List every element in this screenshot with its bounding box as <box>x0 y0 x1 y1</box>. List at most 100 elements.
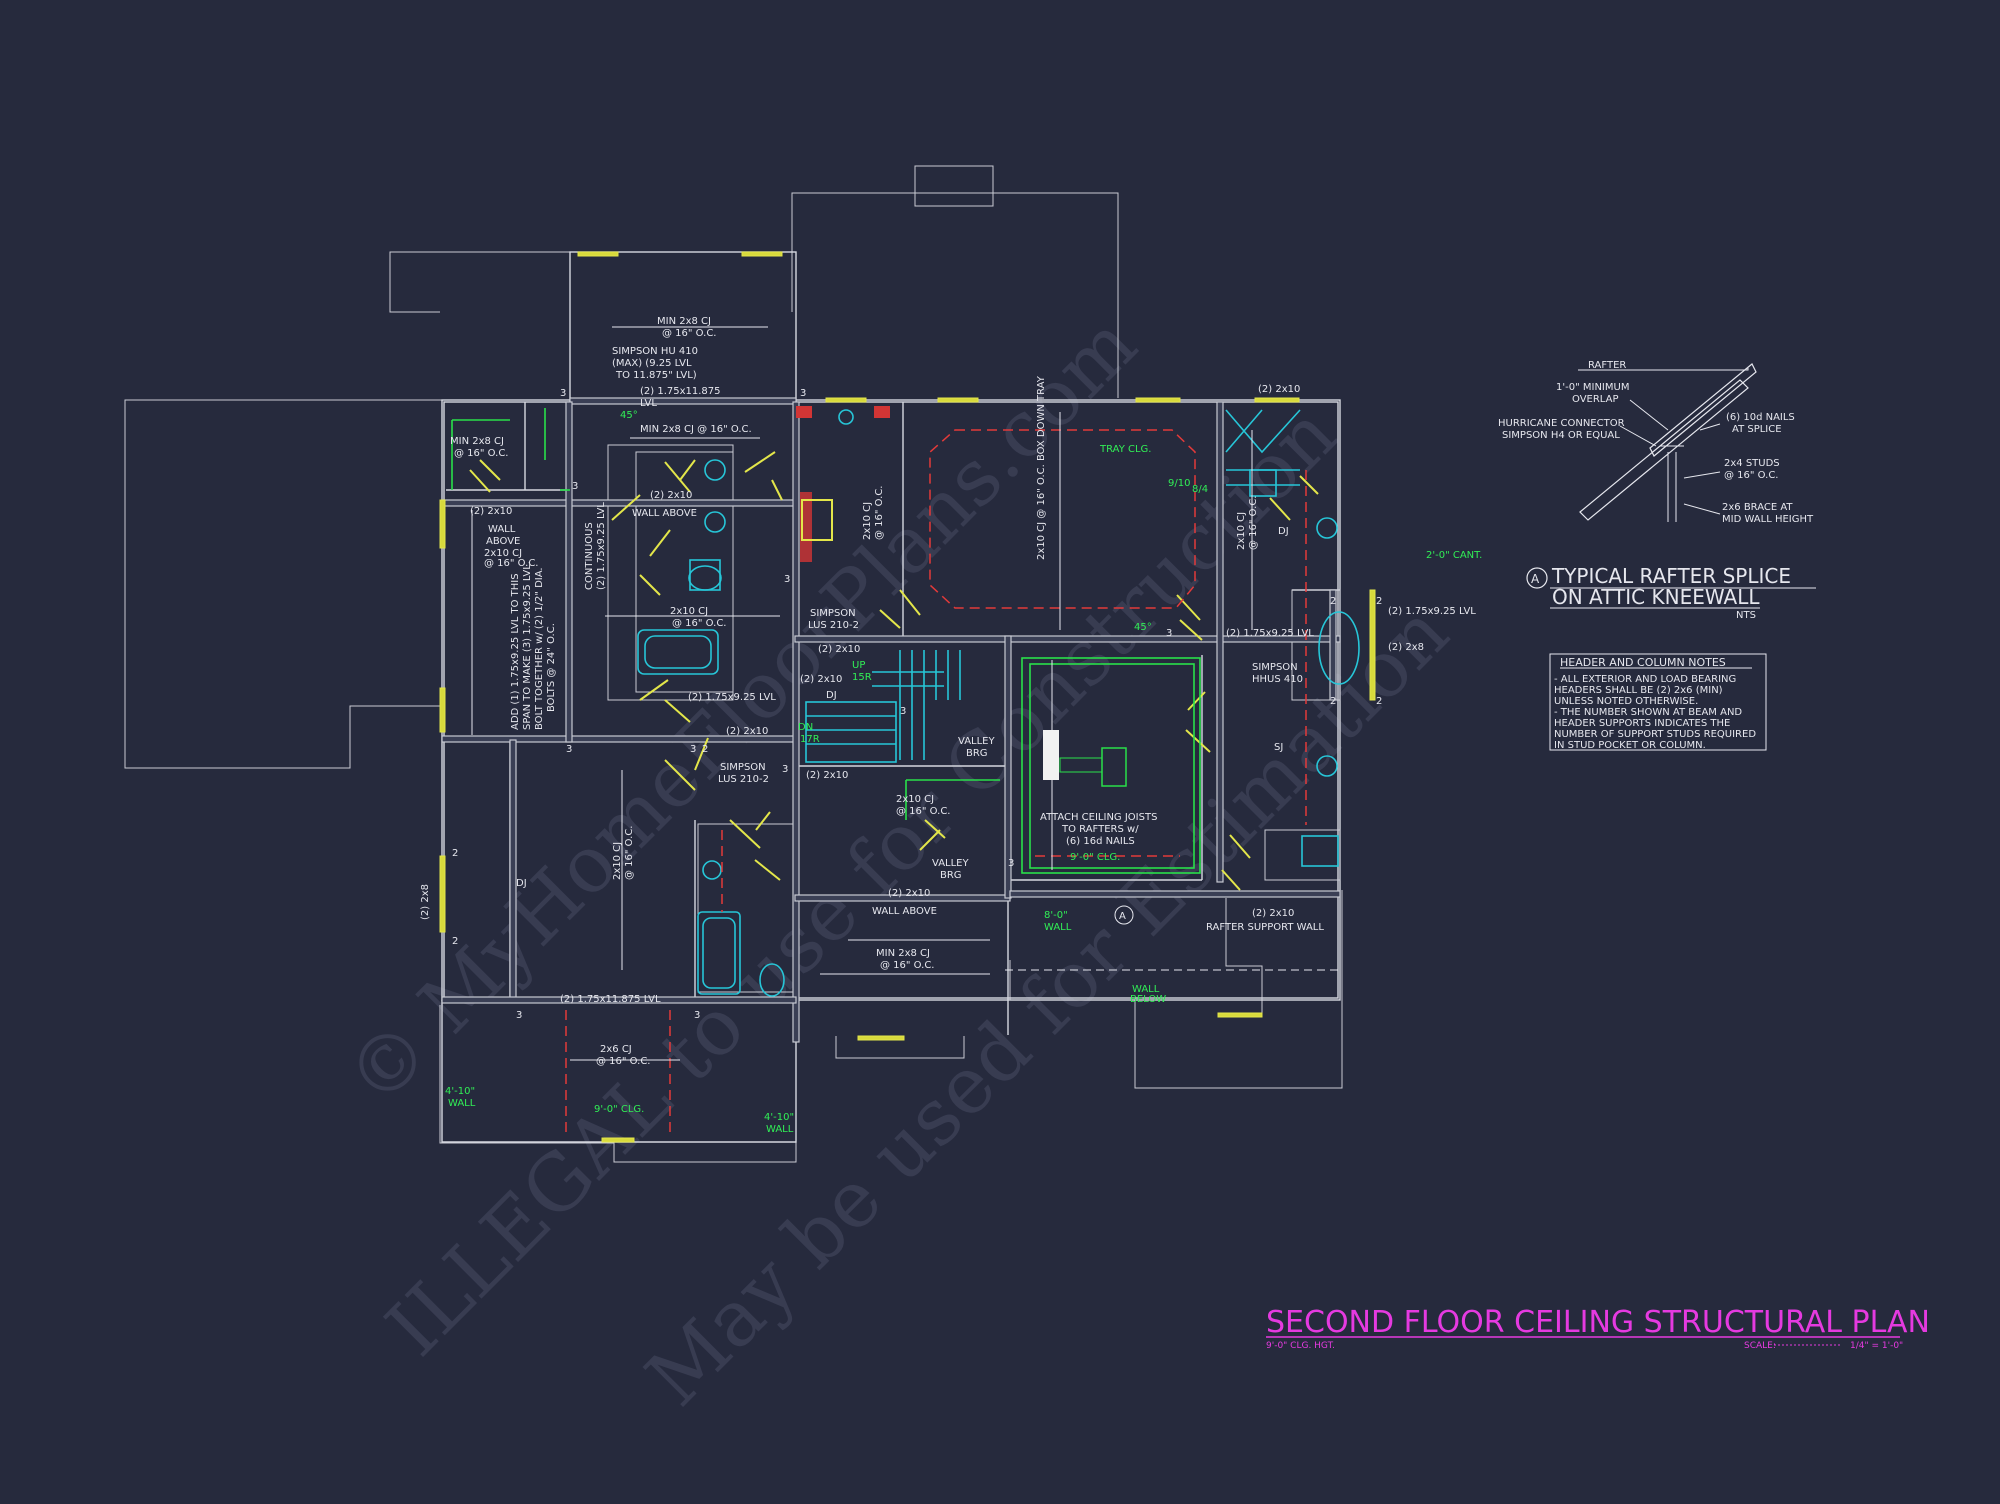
rafter-splice-detail: RAFTER 1'-0" MINIMUM OVERLAP HURRICANE C… <box>1498 360 1816 621</box>
svg-text:9/10: 9/10 <box>1168 478 1190 489</box>
svg-text:(2) 2x10: (2) 2x10 <box>726 726 768 737</box>
svg-text:(2) 1.75x11.875 LVL: (2) 1.75x11.875 LVL <box>560 994 661 1005</box>
svg-text:2: 2 <box>452 848 458 859</box>
svg-text:IN STUD POCKET OR COLUMN.: IN STUD POCKET OR COLUMN. <box>1554 740 1706 751</box>
svg-text:2: 2 <box>702 744 708 755</box>
svg-text:DN: DN <box>798 722 813 733</box>
svg-text:@ 16" O.C.: @ 16" O.C. <box>874 486 885 541</box>
svg-text:CONTINUOUS: CONTINUOUS <box>584 522 595 590</box>
svg-text:(6) 16d NAILS: (6) 16d NAILS <box>1066 836 1135 847</box>
title-block: SECOND FLOOR CEILING STRUCTURAL PLAN 9'-… <box>1266 1305 1930 1351</box>
header-column-notes: HEADER AND COLUMN NOTES - ALL EXTERIOR A… <box>1549 653 1767 751</box>
watermark: © MyHomeFloorPlans.com ILLEGAL to use fo… <box>330 299 1466 1423</box>
bathtub-2 <box>697 911 741 995</box>
svg-text:(6) 10d NAILS: (6) 10d NAILS <box>1726 412 1795 423</box>
label-attach-joists: ATTACH CEILING JOISTS <box>1040 812 1157 823</box>
svg-text:@ 16" O.C.: @ 16" O.C. <box>624 826 635 881</box>
svg-text:(2) 2x10: (2) 2x10 <box>818 644 860 655</box>
svg-text:BRG: BRG <box>940 870 962 881</box>
svg-text:8/4: 8/4 <box>1192 484 1208 495</box>
svg-text:@ 16" O.C.: @ 16" O.C. <box>484 558 539 569</box>
svg-text:(2) 2x10: (2) 2x10 <box>888 888 930 899</box>
red-marks <box>796 406 890 562</box>
joist-arrows <box>471 326 1340 1061</box>
svg-text:WALL: WALL <box>488 524 516 535</box>
beam-center <box>794 635 1341 643</box>
svg-text:LUS 210-2: LUS 210-2 <box>808 620 859 631</box>
svg-text:BRG: BRG <box>966 748 988 759</box>
svg-text:(2) 2x10: (2) 2x10 <box>470 506 512 517</box>
svg-text:(2) 2x10: (2) 2x10 <box>806 770 848 781</box>
detail-marker: A <box>1531 572 1540 586</box>
detail-title: TYPICAL RAFTER SPLICE <box>1551 564 1791 588</box>
svg-text:2x10 CJ: 2x10 CJ <box>1236 512 1247 550</box>
svg-text:2: 2 <box>452 936 458 947</box>
svg-text:8'-0": 8'-0" <box>1044 910 1068 921</box>
svg-text:15R: 15R <box>852 672 872 683</box>
svg-text:UP: UP <box>852 660 865 671</box>
sheet-title: SECOND FLOOR CEILING STRUCTURAL PLAN <box>1266 1305 1930 1340</box>
svg-text:(2) 2x8: (2) 2x8 <box>420 884 431 920</box>
svg-text:WALL: WALL <box>1132 984 1160 995</box>
svg-text:2: 2 <box>1330 596 1336 607</box>
svg-text:WALL: WALL <box>1044 922 1072 933</box>
svg-text:2x10 CJ: 2x10 CJ <box>612 842 623 880</box>
svg-text:SIMPSON: SIMPSON <box>810 608 856 619</box>
svg-text:@ 16" O.C.: @ 16" O.C. <box>896 806 951 817</box>
svg-text:BOLT TOGETHER w/ (2) 1/2" DIA.: BOLT TOGETHER w/ (2) 1/2" DIA. <box>534 567 545 730</box>
detail-marker-plan: A <box>1114 905 1134 925</box>
svg-text:3: 3 <box>1008 858 1014 869</box>
label-min2x8-top: MIN 2x8 CJ <box>657 316 711 327</box>
scale-value: 1/4" = 1'-0" <box>1850 1341 1903 1351</box>
svg-text:45°: 45° <box>1134 622 1152 633</box>
svg-text:LVL: LVL <box>640 398 657 409</box>
svg-text:3: 3 <box>566 744 572 755</box>
svg-text:3: 3 <box>800 388 806 399</box>
svg-text:SPAN TO MAKE (3) 1.75x9.25 LVL: SPAN TO MAKE (3) 1.75x9.25 LVL. <box>522 561 533 730</box>
svg-text:(2) 1.75x9.25 LVL: (2) 1.75x9.25 LVL <box>1388 606 1476 617</box>
svg-text:(2) 2x8: (2) 2x8 <box>1388 642 1424 653</box>
svg-text:UNLESS NOTED OTHERWISE.: UNLESS NOTED OTHERWISE. <box>1554 696 1698 707</box>
fixtures <box>637 409 1360 997</box>
svg-text:ADD (1) 1.75x9.25 LVL TO THIS: ADD (1) 1.75x9.25 LVL TO THIS <box>510 573 521 730</box>
svg-text:2x10 CJ: 2x10 CJ <box>896 794 934 805</box>
stud-numbers: 3 3 3 3 3 3 2 3 3 3 3 2 2 2 2 2 2 3 3 <box>452 388 1382 1021</box>
svg-text:ON ATTIC KNEEWALL: ON ATTIC KNEEWALL <box>1552 585 1760 609</box>
svg-text:17R: 17R <box>800 734 820 745</box>
svg-text:2x10 CJ: 2x10 CJ <box>670 606 708 617</box>
svg-text:SIMPSON: SIMPSON <box>720 762 766 773</box>
beam-top <box>569 397 797 405</box>
svg-text:WALL ABOVE: WALL ABOVE <box>872 906 937 917</box>
openings <box>439 251 1376 1143</box>
tray-ceiling-outline <box>929 429 1196 609</box>
svg-text:(MAX) (9.25 LVL: (MAX) (9.25 LVL <box>612 358 692 369</box>
svg-text:@ 16" O.C.: @ 16" O.C. <box>1724 470 1779 481</box>
svg-text:(2) 2x10: (2) 2x10 <box>1252 908 1294 919</box>
svg-text:HEADER SUPPORTS INDICATES THE: HEADER SUPPORTS INDICATES THE <box>1554 718 1730 729</box>
svg-text:2x10 CJ: 2x10 CJ <box>862 502 873 540</box>
svg-text:ABOVE: ABOVE <box>486 536 520 547</box>
svg-text:WALL ABOVE: WALL ABOVE <box>632 508 697 519</box>
svg-text:- THE NUMBER SHOWN AT BEAM AND: - THE NUMBER SHOWN AT BEAM AND <box>1554 707 1742 718</box>
scale-label: SCALE: <box>1744 1341 1776 1351</box>
svg-text:WALL: WALL <box>448 1098 476 1109</box>
svg-text:4'-10": 4'-10" <box>764 1112 794 1123</box>
svg-text:TO RAFTERS w/: TO RAFTERS w/ <box>1061 824 1139 835</box>
svg-text:WALL: WALL <box>766 1124 794 1135</box>
svg-text:2: 2 <box>1376 696 1382 707</box>
svg-text:@ 16" O.C.: @ 16" O.C. <box>596 1056 651 1067</box>
svg-text:BELOW: BELOW <box>1130 994 1166 1005</box>
svg-text:9'-0" CLG.: 9'-0" CLG. <box>594 1104 644 1115</box>
svg-text:@ 16" O.C.: @ 16" O.C. <box>1248 496 1259 551</box>
label-cant: 2'-0" CANT. <box>1426 550 1482 561</box>
svg-text:2x4 STUDS: 2x4 STUDS <box>1724 458 1780 469</box>
svg-text:DJ: DJ <box>1278 526 1289 537</box>
notes-title: HEADER AND COLUMN NOTES <box>1560 656 1726 669</box>
svg-text:HEADERS SHALL BE (2) 2x6 (MIN): HEADERS SHALL BE (2) 2x6 (MIN) <box>1554 685 1723 696</box>
svg-text:9'-0" CLG.: 9'-0" CLG. <box>1070 852 1120 863</box>
svg-text:@ 16" O.C.: @ 16" O.C. <box>672 618 727 629</box>
svg-text:45°: 45° <box>620 410 638 421</box>
svg-text:@ 16" O.C.: @ 16" O.C. <box>662 328 717 339</box>
